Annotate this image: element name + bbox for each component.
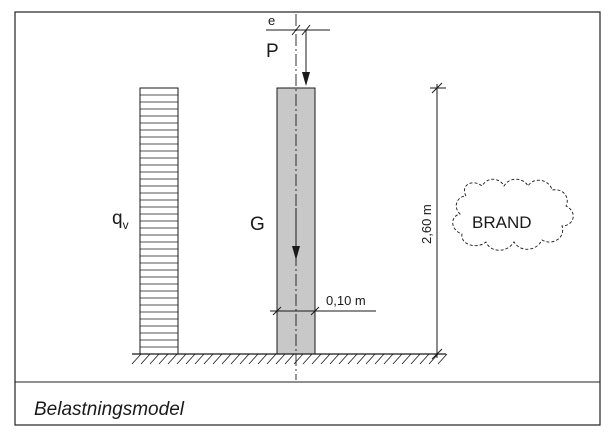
ground-hatch-line [428,353,439,365]
height-label: 2,60 m [419,204,434,244]
ground-hatch-line [392,353,403,365]
distributed-load-block [139,87,179,355]
ground-hatch-line [239,353,250,365]
ground-hatch-line [158,353,169,365]
ground-hatch-line [320,353,331,365]
self-weight-arrow [292,208,300,260]
ground-hatch-line [185,353,196,365]
self-weight-label: G [250,214,265,235]
ground-hatch-line [275,353,286,365]
ground-hatch-line [293,353,304,365]
ground-hatch-line [410,353,421,365]
ground-hatch-line [221,353,232,365]
ground-hatch-line [356,353,367,365]
ground-hatch-line [437,353,448,365]
ground-hatch-line [248,353,259,365]
ground-hatch-line [230,353,241,365]
ground-hatch-line [212,353,223,365]
ground-hatch-line [329,353,340,365]
ground-hatch-line [194,353,205,365]
ground-hatch-line [149,353,160,365]
ground-hatch-line [140,353,151,365]
ground-hatch-line [401,353,412,365]
ground-hatch-line [167,353,178,365]
point-load-arrow [302,30,310,86]
ground-hatch-line [347,353,358,365]
ground-hatch-line [176,353,187,365]
frame-border [14,11,601,426]
figure-caption: Belastningsmodel [34,399,185,420]
eccentricity-label: e [268,13,275,28]
point-load-label: P [266,41,279,62]
ground-hatch-line [374,353,385,365]
ground-hatching [131,353,448,365]
ground-hatch-line [257,353,268,365]
ground-hatch-line [302,353,313,365]
ground-hatch-line [311,353,322,365]
ground-hatch-line [284,353,295,365]
fire-cloud [452,178,574,251]
ground-hatch-line [338,353,349,365]
thickness-dimension [270,306,376,316]
ground-hatch-line [203,353,214,365]
ground-hatch-line [131,353,142,365]
eccentricity-dimension [266,24,330,36]
distributed-load-label: qv [112,208,129,232]
ground-hatch-line [365,353,376,365]
thickness-label: 0,10 m [326,293,366,308]
ground-hatch-line [383,353,394,365]
ground-hatch-line [419,353,430,365]
ground-hatch-line [266,353,277,365]
fire-label: BRAND [472,213,532,232]
